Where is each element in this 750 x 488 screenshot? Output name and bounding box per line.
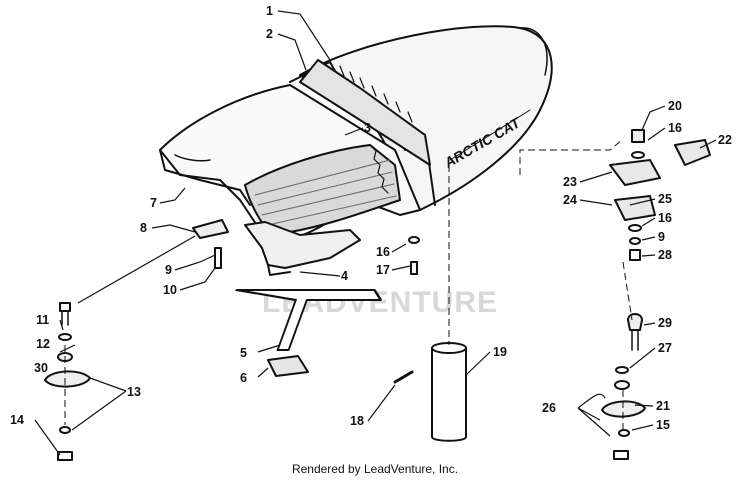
callout-30: 30 <box>34 361 48 375</box>
callout-22: 22 <box>718 133 732 147</box>
callout-1: 1 <box>266 4 273 18</box>
callout-24: 24 <box>563 193 577 207</box>
callout-28: 28 <box>658 248 672 262</box>
callout-19: 19 <box>493 345 507 359</box>
callout-25: 25 <box>658 192 672 206</box>
callout-14: 14 <box>10 413 24 427</box>
render-caption: Rendered by LeadVenture, Inc. <box>291 462 459 476</box>
callout-10: 10 <box>163 283 177 297</box>
screw-part-17 <box>410 261 418 275</box>
screw-part-18 <box>393 370 414 384</box>
support-tube <box>431 342 467 442</box>
callout-26: 26 <box>542 401 556 415</box>
callout-12: 12 <box>36 337 50 351</box>
callout-27: 27 <box>658 341 672 355</box>
callout-2: 2 <box>266 27 273 41</box>
callout-29: 29 <box>658 316 672 330</box>
callout-20: 20 <box>668 99 682 113</box>
callout-11: 11 <box>36 313 49 327</box>
pad-part <box>267 355 309 377</box>
bracket-bar <box>235 289 382 351</box>
callout-15: 15 <box>656 418 670 432</box>
right-hardware-stack <box>601 129 711 460</box>
callout-16-mid: 16 <box>658 211 672 225</box>
callout-5: 5 <box>240 346 247 360</box>
callout-18: 18 <box>350 414 364 428</box>
left-hardware-stack <box>44 302 91 461</box>
screw-part-10 <box>214 247 222 269</box>
callout-9-right: 9 <box>658 230 665 244</box>
callout-4: 4 <box>341 269 348 283</box>
callout-16-top: 16 <box>668 121 682 135</box>
callout-labels: 1 2 3 4 5 6 7 8 9 10 11 12 30 13 14 16 1… <box>10 4 732 432</box>
clip-part-8 <box>192 219 229 239</box>
callout-16-left: 16 <box>376 245 390 259</box>
callout-7: 7 <box>150 196 157 210</box>
callout-6: 6 <box>240 371 247 385</box>
washer-part-16 <box>408 236 420 244</box>
seat-assembly <box>159 25 553 276</box>
callout-9: 9 <box>165 263 172 277</box>
callout-8: 8 <box>140 221 147 235</box>
callout-3: 3 <box>364 121 371 135</box>
callout-17: 17 <box>376 263 390 277</box>
callout-23: 23 <box>563 175 577 189</box>
callout-21: 21 <box>656 399 670 413</box>
callout-13: 13 <box>127 385 141 399</box>
